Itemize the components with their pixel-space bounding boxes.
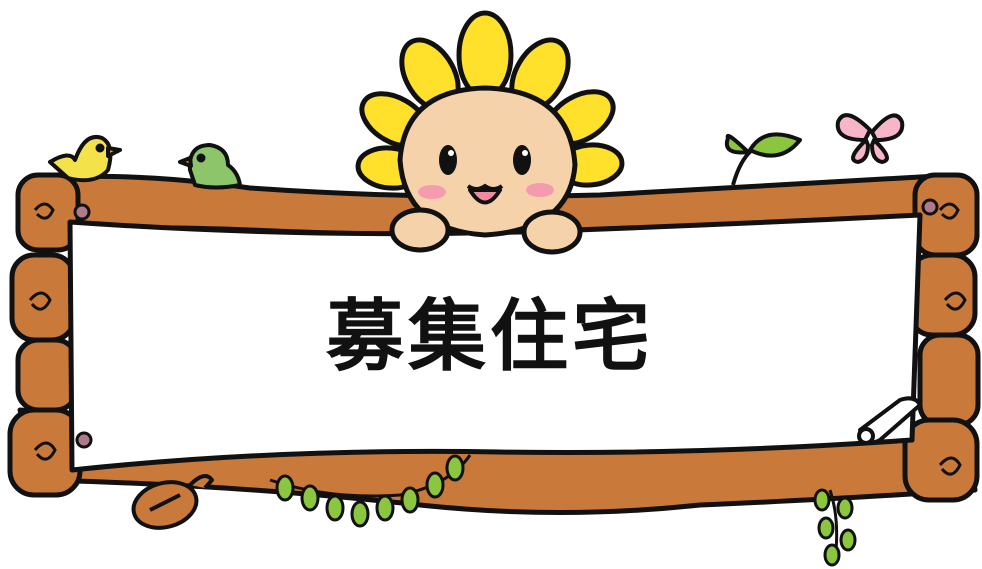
green-bird-icon (178, 143, 242, 190)
beetle-icon (131, 474, 214, 530)
butterfly-icon (835, 113, 905, 164)
mascot-face (418, 145, 554, 205)
wood-grain (28, 202, 967, 476)
nail-icon (73, 198, 939, 449)
yellow-bird-icon (48, 135, 122, 183)
white-board (67, 212, 923, 473)
sunflower-mascot-icon (355, 10, 625, 255)
sprout-icon (725, 132, 802, 186)
scroll-icon (857, 396, 922, 445)
vine-icon (269, 454, 857, 567)
